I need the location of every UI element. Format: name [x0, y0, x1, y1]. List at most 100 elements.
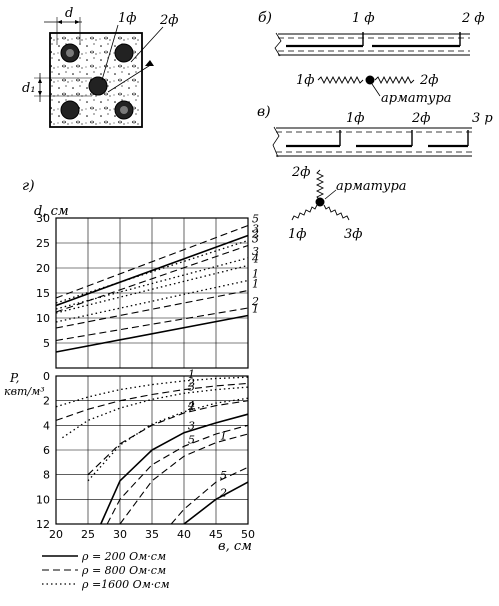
series-line-1-solid: [55, 314, 249, 353]
bottom-y-tick-label: 0: [43, 370, 50, 383]
panel-v-letter: в): [257, 104, 271, 120]
x-tick-label: 25: [81, 528, 95, 541]
top-y-tick-label: 30: [36, 212, 50, 225]
series-line-4-dot: [55, 264, 249, 314]
svg-text:2ф: 2ф: [419, 73, 438, 88]
svg-text:арматура: арматура: [336, 179, 407, 194]
bottom-y-tick-label: 12: [36, 518, 50, 531]
top-y-tick-label: 25: [36, 237, 50, 250]
series-line-2-solid: [183, 481, 249, 525]
x-tick-labels: 20 25 30 35 40 45 50: [49, 528, 255, 541]
series-label: 4: [251, 253, 259, 266]
series-label: 2: [251, 228, 259, 241]
series-label: 2: [219, 486, 227, 499]
zigzag-left: [317, 75, 364, 85]
legend: ρ = 200 Ом·смρ = 800 Ом·смρ =1600 Ом·см: [42, 550, 170, 591]
series-line-3-solid: [100, 413, 249, 525]
series-line-1-dash: [119, 433, 249, 525]
zigzag-right: [374, 75, 415, 85]
bottom-chart-ylabel-2: квт/м³: [4, 385, 45, 398]
series-label: 3: [188, 420, 195, 433]
svg-text:2ф: 2ф: [291, 165, 310, 180]
series-label: 5: [220, 469, 227, 482]
series-label: 2: [187, 377, 195, 390]
armatura-node-b: [365, 75, 375, 85]
series-label: 1: [252, 303, 259, 316]
legend-label: ρ =1600 Ом·см: [81, 578, 170, 591]
rebar-bottom-left: [60, 100, 80, 120]
svg-text:1ф: 1ф: [288, 227, 306, 242]
armatura-node-v: [315, 197, 325, 207]
panel-b-letter: б): [258, 10, 272, 26]
svg-text:арматура: арматура: [381, 91, 452, 106]
bottom-y-tick-label: 8: [43, 469, 50, 482]
svg-text:1ф: 1ф: [296, 73, 314, 88]
top-y-tick-label: 5: [43, 337, 50, 350]
series-label: 1: [252, 268, 259, 281]
series-line-1-dot: [55, 279, 249, 323]
svg-text:1ф: 1ф: [346, 111, 364, 126]
bottom-y-tick-label: 2: [43, 395, 50, 408]
series-line-3-dash: [55, 244, 249, 313]
series-line-2-dash: [87, 400, 249, 476]
svg-text:3 р: 3 р: [472, 111, 493, 126]
panel-b-two-phase: б) 1 ф 2 ф 1ф 2ф арматура: [258, 10, 485, 106]
series-label: 5: [252, 213, 259, 226]
bottom-y-tick-labels: 0 2 4 6 8 10 12: [36, 370, 50, 531]
rebar-bottom-right: [114, 100, 134, 120]
phase1-label: 1ф: [118, 11, 136, 26]
legend-label: ρ = 200 Ом·см: [81, 550, 166, 563]
x-tick-label: 40: [177, 528, 191, 541]
series-label: 1: [188, 368, 195, 381]
bottom-y-tick-label: 6: [43, 444, 50, 457]
series-label: 3: [252, 245, 259, 258]
series-label: 1: [220, 430, 227, 443]
x-axis-label: в, см: [218, 539, 252, 554]
top-y-tick-label: 20: [36, 262, 50, 275]
svg-text:3ф: 3ф: [344, 227, 362, 242]
series-label: 4: [187, 399, 195, 412]
bottom-y-tick-label: 4: [43, 419, 50, 432]
series-line-3-dot: [55, 257, 249, 310]
x-tick-label: 50: [241, 528, 255, 541]
x-tick-label: 20: [49, 528, 63, 541]
panel-v-three-phase: в) 1ф 2ф 3 р 2ф 1ф 3ф арматура: [257, 104, 493, 242]
series-line-5-dash: [55, 224, 249, 299]
rebar-center: [88, 76, 108, 96]
series-label: 1: [252, 278, 259, 291]
legend-label: ρ = 800 Ом·см: [81, 564, 166, 577]
top-y-tick-labels: 30 25 20 15 10 5: [36, 212, 50, 350]
bottom-chart-ylabel-1: P,: [9, 371, 19, 385]
bottom-y-tick-label: 10: [36, 493, 50, 506]
series-line-5-dash: [106, 424, 249, 525]
series-line-3-solid: [55, 234, 249, 307]
top-chart-ylabel: d, см: [34, 204, 69, 219]
panel-g-letter: г): [22, 178, 35, 194]
dim-d1-label: d₁: [22, 81, 36, 96]
series-label: 3: [252, 233, 259, 246]
rebar-top-left: [60, 43, 80, 63]
x-tick-label: 35: [145, 528, 159, 541]
series-label: 3: [188, 380, 195, 393]
series-line-1-dot: [55, 376, 249, 408]
series-line-3-dot: [62, 386, 249, 439]
top-y-tick-label: 10: [36, 312, 50, 325]
svg-text:2 ф: 2 ф: [461, 11, 485, 26]
rebar-top-right: [114, 43, 134, 63]
svg-text:1 ф: 1 ф: [352, 11, 375, 26]
dim-d-label: d: [65, 6, 73, 21]
x-tick-label: 45: [209, 528, 223, 541]
series-line-2-dash: [55, 382, 249, 421]
phase2-label: 2ф: [159, 13, 178, 28]
series-label: 2: [251, 295, 259, 308]
x-tick-label: 30: [113, 528, 127, 541]
series-label: 3: [252, 223, 259, 236]
panel-a-cross-section: d d₁ 1ф 2ф: [22, 6, 178, 128]
series-label: 2: [187, 400, 195, 413]
top-y-tick-label: 15: [36, 287, 50, 300]
diagonal-dim: [107, 63, 153, 93]
